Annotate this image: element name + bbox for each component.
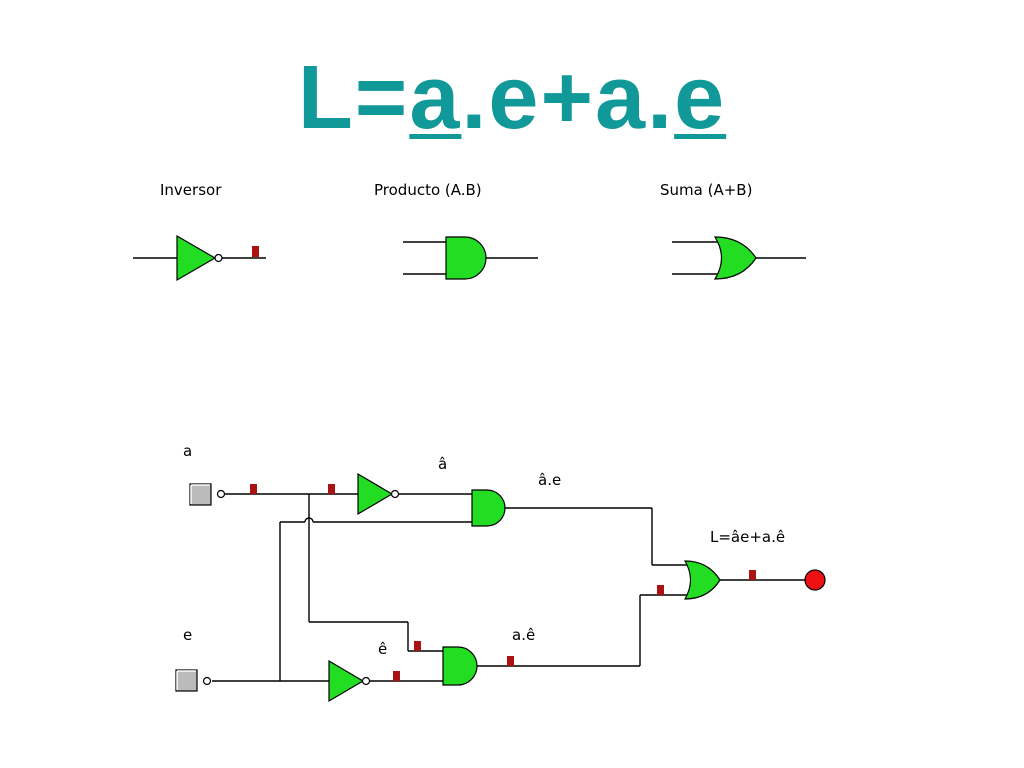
not-e-label: ê: [378, 640, 387, 658]
probe-output: [749, 570, 756, 580]
not-gate-top: [357, 472, 400, 516]
input-e-label: e: [183, 626, 192, 644]
and-gate-top: [471, 489, 506, 527]
legend-inverter-probe: [252, 246, 259, 257]
not-gate-bottom: [328, 659, 371, 703]
legend-and-label: Producto (A.B): [374, 181, 482, 199]
page-title: L=a.e+a.e: [297, 48, 727, 148]
legend-or-gate: [672, 236, 806, 280]
legend-inverter-label: Inversor: [160, 181, 222, 199]
legend-inverter-gate: [133, 234, 266, 282]
probe-a-bottom-and: [414, 641, 421, 651]
output-label: L=âe+a.ê: [710, 528, 785, 546]
and-bottom-label: a.ê: [512, 626, 535, 644]
or-gate-output: [683, 560, 721, 600]
input-a-label: a: [183, 442, 192, 460]
probe-not-e: [393, 671, 400, 681]
probe-a-before-not: [328, 484, 335, 494]
input-e-switch[interactable]: [175, 669, 212, 692]
legend-or-label: Suma (A+B): [660, 181, 752, 199]
and-gate-bottom: [442, 646, 478, 686]
output-lamp: [804, 569, 826, 591]
legend-and-gate: [403, 236, 538, 280]
and-top-label: â.e: [538, 471, 561, 489]
circuit-wires: [212, 493, 806, 682]
probe-and-bottom: [507, 656, 514, 666]
input-a-switch[interactable]: [189, 483, 226, 506]
probe-or-input: [657, 585, 664, 595]
probe-a: [250, 484, 257, 494]
not-a-label: â: [438, 455, 447, 473]
